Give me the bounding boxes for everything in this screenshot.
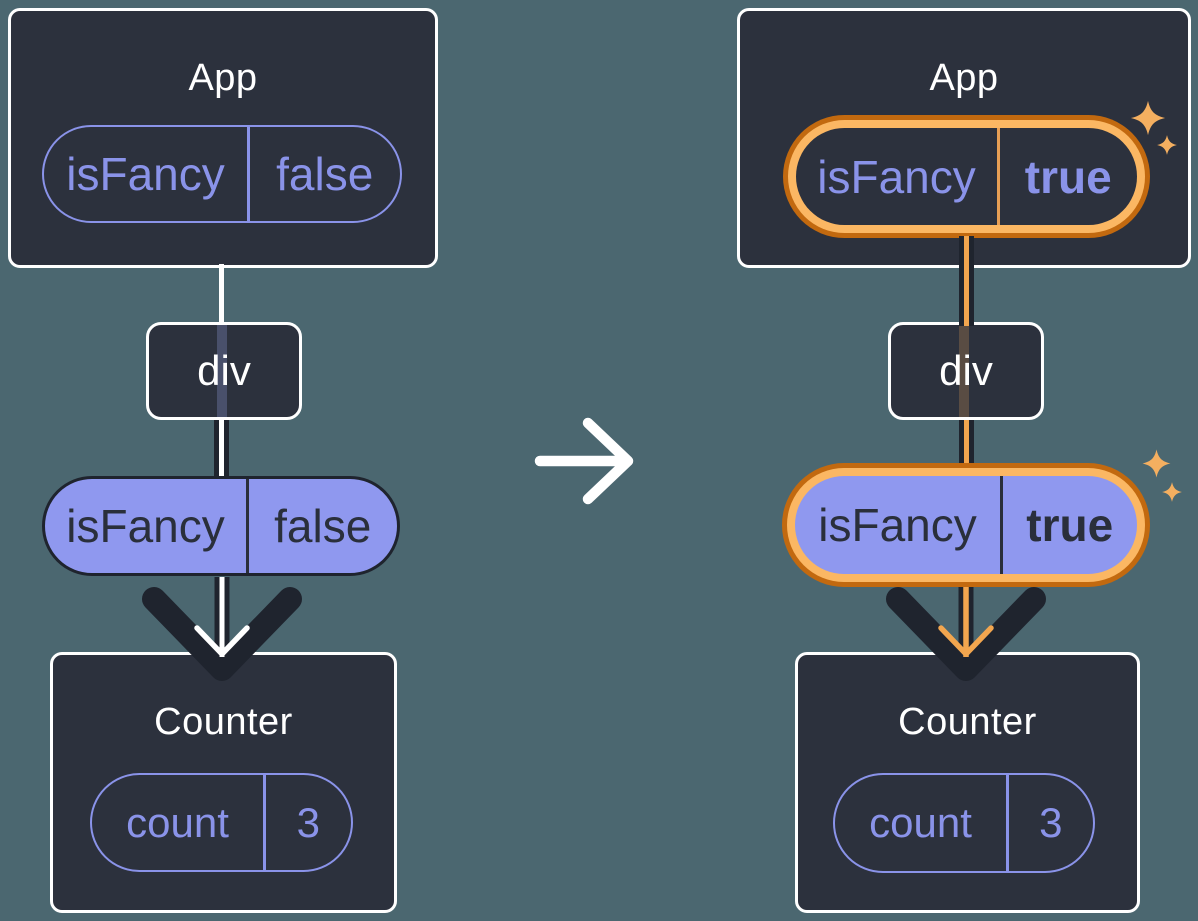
prop-shaft-core xyxy=(964,418,969,480)
before-div-box: div xyxy=(146,322,302,420)
prop-shaft-core xyxy=(964,236,969,326)
prop-name-label: isFancy xyxy=(66,500,225,552)
after-props-pill: isFancy true xyxy=(795,476,1137,574)
count-name-label: count xyxy=(126,798,229,846)
after-counter-title: Counter xyxy=(898,701,1037,743)
after-app-box: App isFancy true xyxy=(737,8,1191,268)
before-app-title: App xyxy=(188,57,258,99)
count-name-label: count xyxy=(869,799,972,846)
before-counter-state-pill: count 3 xyxy=(90,773,353,872)
sparkle-icon-small xyxy=(1162,482,1182,502)
state-name-label: isFancy xyxy=(817,150,976,203)
before-counter-box: Counter count 3 xyxy=(50,652,397,913)
highlight-ring-inner: isFancy true xyxy=(788,120,1145,233)
after-app-title: App xyxy=(929,57,999,99)
pill-divider xyxy=(1000,476,1003,574)
state-value-label: true xyxy=(1024,150,1112,203)
after-counter-state-pill: count 3 xyxy=(833,773,1095,873)
after-app-state-pill: isFancy true xyxy=(796,128,1137,225)
after-div-box: div xyxy=(888,322,1044,420)
prop-flow-trace xyxy=(959,325,969,417)
after-prop-arrow-icon xyxy=(886,577,1046,681)
before-app-to-div-connector xyxy=(219,264,224,325)
prop-flow-trace xyxy=(217,325,227,417)
before-app-state-pill: isFancy false xyxy=(42,125,402,223)
pill-divider xyxy=(1006,775,1009,871)
before-counter-title: Counter xyxy=(154,701,293,743)
sparkle-icon-large xyxy=(1142,449,1171,478)
prop-value-label: true xyxy=(1026,499,1114,551)
pill-divider xyxy=(263,775,266,870)
highlight-ring-inner: isFancy true xyxy=(787,468,1145,582)
prop-value-label: false xyxy=(274,500,372,552)
state-name-label: isFancy xyxy=(66,148,225,200)
before-app-box: App isFancy false xyxy=(8,8,438,268)
before-prop-shaft xyxy=(214,418,229,480)
after-counter-box: Counter count 3 xyxy=(795,652,1140,913)
pill-divider xyxy=(247,127,250,221)
before-prop-arrow-icon xyxy=(142,577,302,681)
prop-name-label: isFancy xyxy=(818,499,977,551)
before-div-label: div xyxy=(197,347,251,394)
count-value-label: 3 xyxy=(296,798,320,846)
count-value-label: 3 xyxy=(1039,799,1063,846)
pill-divider xyxy=(246,479,249,573)
transition-arrow-icon xyxy=(534,417,634,505)
sparkle-icon-large xyxy=(1130,100,1166,136)
after-app-state-highlight-ring: isFancy true xyxy=(783,115,1150,238)
pill-divider xyxy=(997,128,1000,225)
prop-shaft-core xyxy=(219,418,224,480)
before-props-pill: isFancy false xyxy=(42,476,400,576)
after-props-highlight-ring: isFancy true xyxy=(782,463,1150,587)
after-div-label: div xyxy=(939,347,993,394)
state-value-label: false xyxy=(276,148,374,200)
after-app-to-div-shaft xyxy=(959,236,974,326)
sparkle-icon-small xyxy=(1157,135,1177,155)
